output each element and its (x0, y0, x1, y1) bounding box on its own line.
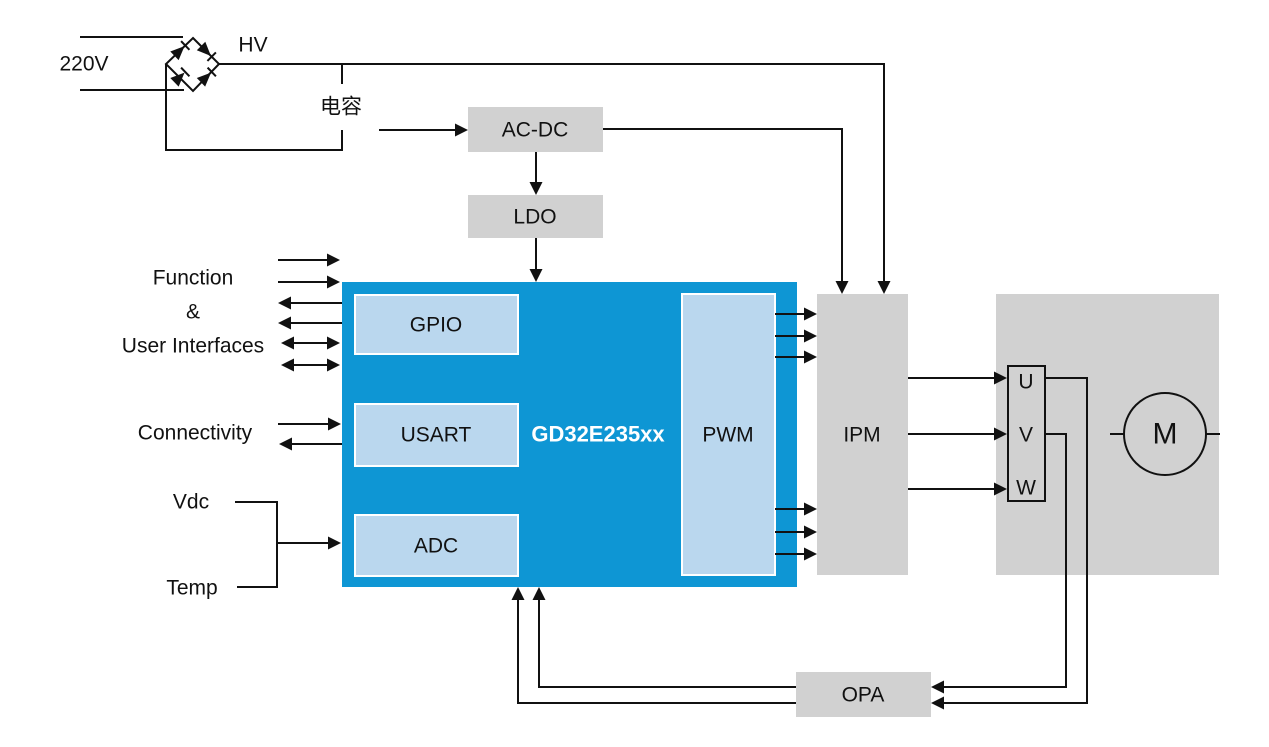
input-voltage-label: 220V (59, 53, 108, 76)
acdc-label: AC-DC (502, 119, 569, 142)
motor-block (996, 294, 1219, 575)
opa-to-mcu-wire-2 (517, 598, 796, 704)
ldo-block (468, 195, 603, 238)
temp-label: Temp (166, 577, 217, 600)
opa-label: OPA (842, 684, 885, 707)
arrowhead (835, 281, 849, 294)
user-interfaces-label: User Interfaces (122, 335, 264, 358)
arrowhead (804, 502, 817, 516)
arrowhead (532, 587, 546, 600)
hv-label: HV (238, 34, 267, 57)
ipm-block (817, 294, 908, 575)
opa-to-mcu-wire-1 (538, 598, 796, 688)
arrowhead (931, 680, 944, 694)
arrowhead (804, 547, 817, 561)
acdc-block (468, 107, 603, 152)
diode-icon (196, 66, 217, 87)
capacitor-label: 电容 (320, 96, 362, 119)
diode-icon (170, 66, 191, 87)
gpio-label: GPIO (410, 314, 463, 337)
arrowhead (455, 123, 468, 137)
uvw-connector (1007, 365, 1046, 502)
arrowhead (278, 296, 291, 310)
wires-layer (80, 36, 1220, 710)
arrowhead (931, 696, 944, 710)
motor-label: M (1153, 418, 1178, 451)
blocks-layer (342, 107, 1219, 717)
phase-v-label: V (1019, 424, 1033, 447)
arrowhead (804, 525, 817, 539)
adc-label: ADC (414, 535, 458, 558)
arrowhead (327, 275, 340, 289)
arrowhead (877, 281, 891, 294)
ampersand-label: & (186, 301, 200, 324)
phase-w-label: W (1016, 477, 1036, 500)
arrowhead (511, 587, 525, 600)
diode-icon (170, 40, 191, 61)
arrowhead (994, 482, 1007, 496)
gpio-block (354, 294, 519, 355)
opa-block (796, 672, 931, 717)
mcu-part-number-label: GD32E235xx (531, 422, 665, 447)
motor-circle (1123, 392, 1207, 476)
arrowhead (328, 417, 341, 431)
phase-u-label: U (1018, 371, 1033, 394)
arrowhead (278, 316, 291, 330)
usart-block (354, 403, 519, 467)
usart-label: USART (401, 424, 472, 447)
function-label: Function (153, 267, 234, 290)
acdc-to-ipm-wire (603, 128, 843, 283)
arrowhead (327, 253, 340, 267)
arrowhead (529, 269, 543, 282)
arrowhead (804, 307, 817, 321)
u-feedback-to-opa-wire (942, 377, 1088, 704)
arrowhead (804, 329, 817, 343)
bridge-rectifier (164, 36, 221, 93)
labels-layer: 220V HV 电容 AC-DC LDO Function & User Int… (59, 34, 1177, 707)
arrowhead (804, 350, 817, 364)
diode-icon (196, 41, 217, 62)
arrowhead (327, 358, 340, 372)
arrowhead (281, 358, 294, 372)
ipm-label: IPM (843, 424, 880, 447)
pwm-block (681, 293, 776, 576)
arrowhead (327, 336, 340, 350)
v-feedback-to-opa-wire (942, 433, 1067, 688)
arrowhead (994, 371, 1007, 385)
connectivity-label: Connectivity (138, 422, 253, 445)
vdc-label: Vdc (173, 491, 209, 514)
arrowhead (994, 427, 1007, 441)
pwm-label: PWM (702, 424, 753, 447)
hv-to-ipm-wire (219, 63, 885, 283)
arrowhead (281, 336, 294, 350)
arrowhead (529, 182, 543, 195)
bridge-rectifier-diamond (164, 36, 221, 93)
vdc-temp-bracket-wire (235, 501, 278, 588)
arrowhead (328, 536, 341, 550)
adc-block (354, 514, 519, 577)
capacitor-loop-wire (165, 64, 343, 151)
ldo-label: LDO (513, 206, 556, 229)
arrowhead (279, 437, 292, 451)
